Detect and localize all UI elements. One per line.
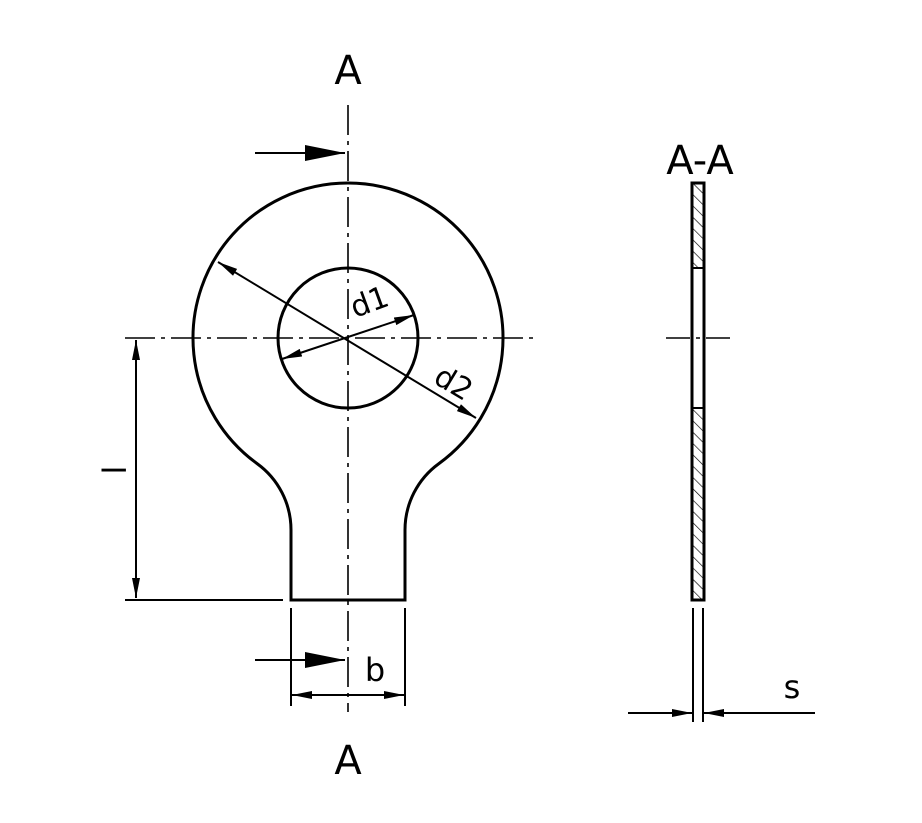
section-mark-bottom: A [334, 738, 362, 784]
section-view-title: A-A [666, 138, 734, 184]
section-outline [690, 181, 706, 602]
section-mark-top: A [334, 48, 362, 94]
section-hatch-top [692, 183, 704, 268]
d1-label: d1 [346, 280, 394, 326]
s-label: s [784, 668, 801, 706]
section-hatch-bottom [692, 408, 704, 600]
d2-dimension-line [217, 261, 477, 419]
b-label: b [365, 651, 385, 689]
washer-outline [191, 181, 505, 602]
d1-dimension-line [281, 314, 415, 360]
d2-label: d2 [428, 359, 479, 409]
l-label: l [96, 466, 134, 475]
